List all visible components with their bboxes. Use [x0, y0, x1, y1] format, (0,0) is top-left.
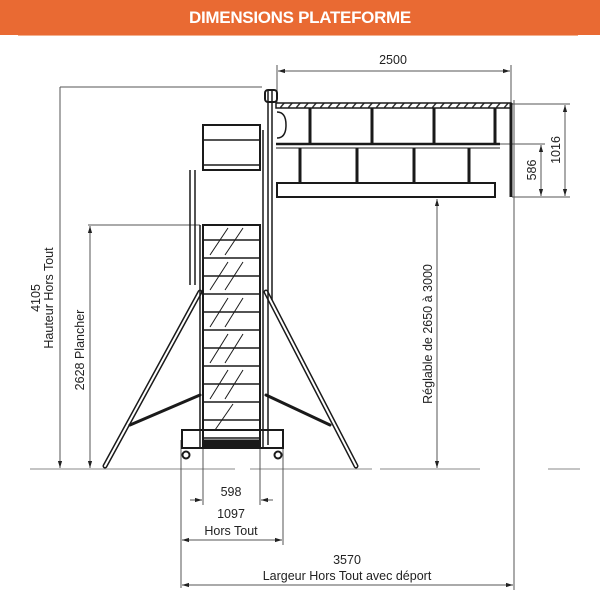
width-dimensions [180, 440, 513, 588]
platform-length-dimension [276, 65, 512, 105]
base-width-value: 1097 [217, 507, 245, 521]
guardrail-mid-height: 586 [525, 160, 539, 181]
header-banner: DIMENSIONS PLATEFORME [0, 0, 600, 35]
inner-width-value: 598 [221, 485, 242, 499]
outrigger-legs [102, 289, 359, 469]
overall-height-value: 4105 [29, 284, 43, 312]
adjustable-height-dimension [434, 100, 515, 590]
overall-height-dimension [57, 86, 262, 468]
overall-height-label: Hauteur Hors Tout [42, 247, 56, 349]
header-title: DIMENSIONS PLATEFORME [189, 8, 411, 27]
floor-height-dimension [87, 224, 200, 468]
base-width-label: Hors Tout [204, 524, 258, 538]
header-divider [18, 35, 578, 36]
platform-length-value: 2500 [379, 53, 407, 67]
guardrail-height-dimensions [500, 103, 570, 198]
total-width-label: Largeur Hors Tout avec déport [263, 569, 432, 583]
floor-height-label: 2628 Plancher [73, 310, 87, 391]
tower-structure [181, 89, 284, 460]
guardrail-total-height: 1016 [549, 136, 563, 164]
total-width-value: 3570 [333, 553, 361, 567]
adjustable-height-label: Réglable de 2650 à 3000 [421, 264, 435, 404]
cantilever-platform [275, 102, 513, 198]
